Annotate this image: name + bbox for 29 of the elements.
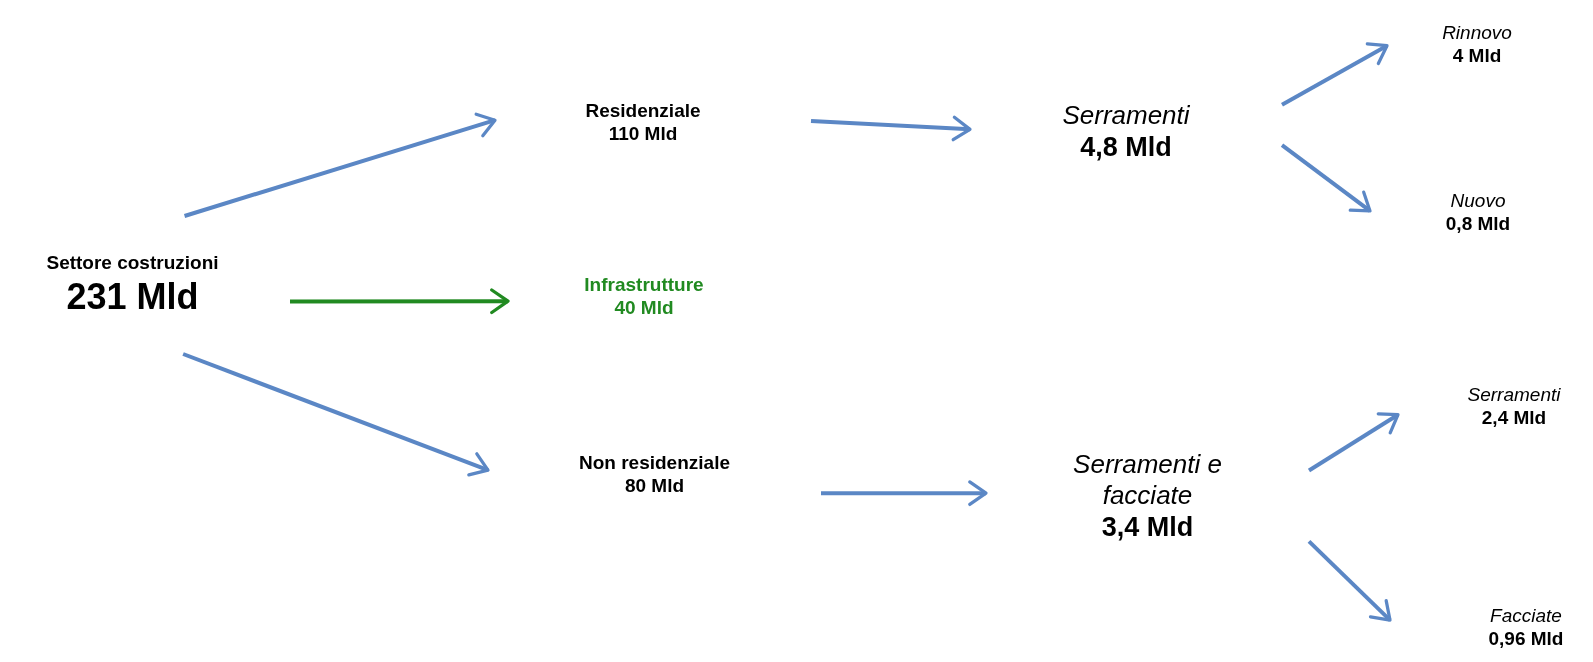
node-label: Nuovo [1450, 190, 1506, 213]
node-label: Infrastrutture [584, 274, 704, 297]
node-label: Rinnovo [1442, 22, 1512, 45]
value-label: 0,96 Mld [1488, 628, 1564, 651]
value-label: 40 Mld [614, 297, 674, 320]
node-label: Facciate [1490, 605, 1562, 628]
arrow [1307, 540, 1392, 622]
arrow [1281, 42, 1389, 107]
arrow [290, 288, 510, 315]
value-label: 3,4 Mld [1101, 511, 1194, 544]
value-label: 0,8 Mld [1445, 213, 1511, 236]
arrow [183, 112, 497, 218]
arrow [1307, 412, 1400, 473]
arrow [821, 480, 988, 507]
node-label: Serramenti e facciate [1072, 448, 1223, 511]
node-label: Serramenti [1062, 100, 1190, 132]
node-label: Serramenti [1467, 384, 1561, 407]
value-label: 231 Mld [66, 274, 199, 318]
value-label: 2,4 Mld [1481, 407, 1547, 430]
value-label: 80 Mld [624, 475, 685, 498]
arrow [810, 115, 972, 142]
arrow [1280, 143, 1372, 213]
node-label: Settore costruzioni [46, 252, 219, 275]
value-label: 4,8 Mld [1080, 131, 1172, 164]
arrow [182, 352, 490, 477]
node-label: Non residenziale [579, 452, 730, 475]
value-label: 110 Mld [608, 123, 678, 146]
value-label: 4 Mld [1452, 45, 1502, 68]
node-label: Residenziale [585, 100, 701, 123]
